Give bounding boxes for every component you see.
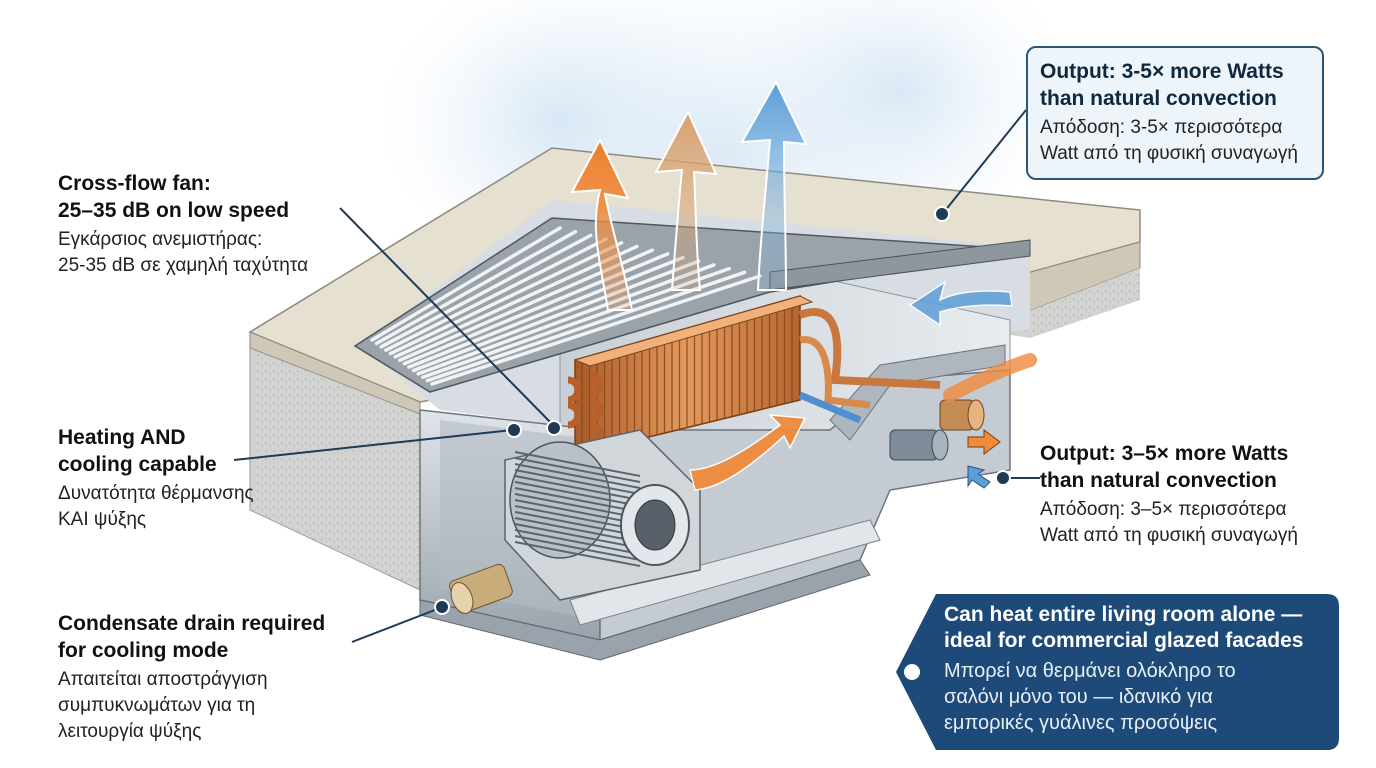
grille-bar (370, 226, 562, 342)
callout-drain-title-line1: Condensate drain required (58, 612, 326, 635)
fan-blade (514, 541, 641, 567)
callout-cross-flow-fan: Cross-flow fan: 25–35 dB on low speed Εγ… (58, 170, 388, 279)
callout-fan-greek-line2: 25-35 dB σε χαμηλή ταχύτητα (58, 255, 309, 276)
pipe-connectors (889, 399, 985, 461)
pipe-flow-arrows (967, 429, 1001, 489)
cross-flow-fan (504, 429, 701, 601)
grille-bar (416, 263, 716, 376)
fan-blade (514, 487, 641, 513)
callout-output-mid-title-line1: Output: 3–5× more Watts (1040, 442, 1289, 465)
callout-output: Output: 3–5× more Watts than natural con… (1040, 440, 1360, 549)
callout-room-greek-line1: Μπορεί να θερμάνει ολόκληρο το (944, 660, 1236, 682)
callout-output-mid-title-line2: than natural convection (1040, 469, 1277, 492)
grille-bar (379, 233, 593, 349)
fan-blade (514, 517, 641, 543)
warm-air-arrows (570, 79, 808, 491)
callout-output-top-greek-line2: Watt από τη φυσική συναγωγή (1040, 143, 1298, 164)
fan-blade (514, 535, 641, 561)
callout-output-mid-greek-line1: Απόδοση: 3–5× περισσότερα (1040, 499, 1287, 520)
heat-exchanger (567, 295, 941, 456)
callout-output-mid-greek-line2: Watt από τη φυσική συναγωγή (1040, 525, 1298, 546)
callout-heatcool-title-line1: Heating AND (58, 426, 186, 449)
grille-bar (393, 244, 639, 359)
leader-lines (233, 109, 1040, 643)
callout-fan-greek-line1: Εγκάρσιος ανεμιστήρας: (58, 229, 263, 250)
callout-fan-title-line2: 25–35 dB on low speed (58, 199, 290, 222)
grille-bar (430, 274, 762, 386)
callout-condensate-drain: Condensate drain required for cooling mo… (58, 610, 388, 745)
fan-blade (514, 529, 641, 555)
callout-output-boxed: Output: 3-5× more Watts than natural con… (1026, 46, 1324, 180)
banner-shape (896, 594, 1339, 750)
fan-blade (514, 511, 641, 537)
callout-room-greek-line2: σαλόνι μόνο του — ιδανικό για (944, 686, 1213, 708)
grille-bar (411, 259, 701, 373)
fan-blade (514, 463, 641, 489)
callout-heatcool-title-line2: cooling capable (58, 453, 217, 476)
callout-room-greek-line3: εμπορικές γυάλινες προσόψεις (944, 712, 1218, 734)
fan-blade (514, 481, 641, 507)
fan-blade (514, 499, 641, 525)
callout-output-top-title-line1: Output: 3-5× more Watts (1040, 60, 1284, 83)
fan-blade (514, 469, 641, 495)
fan-blade (514, 457, 641, 483)
banner-bullet-dot (904, 664, 920, 680)
callout-room-title-line2: ideal for commercial glazed facades (944, 629, 1304, 652)
callout-drain-greek-line1: Απαιτείται αποστράγγιση (58, 669, 268, 690)
grille-bar (407, 255, 685, 369)
callout-fan-title-line1: Cross-flow fan: (58, 172, 211, 195)
fan-blade (514, 451, 641, 477)
grille-bar (374, 229, 578, 346)
side-air-swirl (943, 353, 1037, 402)
callout-room-title-line1: Can heat entire living room alone — (944, 603, 1303, 626)
fan-blade (514, 475, 641, 501)
callout-output-top-greek-line1: Απόδοση: 3-5× περισσότερα (1040, 117, 1283, 138)
callout-heating-cooling: Heating AND cooling capable Δυνατότητα θ… (58, 424, 318, 533)
callout-heatcool-greek-line1: Δυνατότητα θέρμανσης (58, 483, 254, 504)
fan-blade (514, 505, 641, 531)
callout-output-top-title-line2: than natural convection (1040, 87, 1277, 110)
callout-drain-greek-line2: συμπυκνωμάτων για τη (58, 695, 256, 716)
floor-grille (353, 217, 1031, 393)
callout-heatcool-greek-line2: ΚΑΙ ψύξης (58, 509, 147, 530)
callout-drain-title-line2: for cooling mode (58, 639, 229, 662)
grille-bar (384, 237, 608, 352)
fan-blade (514, 493, 641, 519)
fan-blade (514, 523, 641, 549)
callout-drain-greek-line3: λειτουργία ψύξης (58, 721, 202, 742)
condensate-drain-outlet (449, 563, 513, 614)
callout-living-room-banner: Can heat entire living room alone — idea… (896, 594, 1339, 750)
return-air-arrow (908, 280, 1013, 327)
grille-bar (388, 241, 624, 356)
